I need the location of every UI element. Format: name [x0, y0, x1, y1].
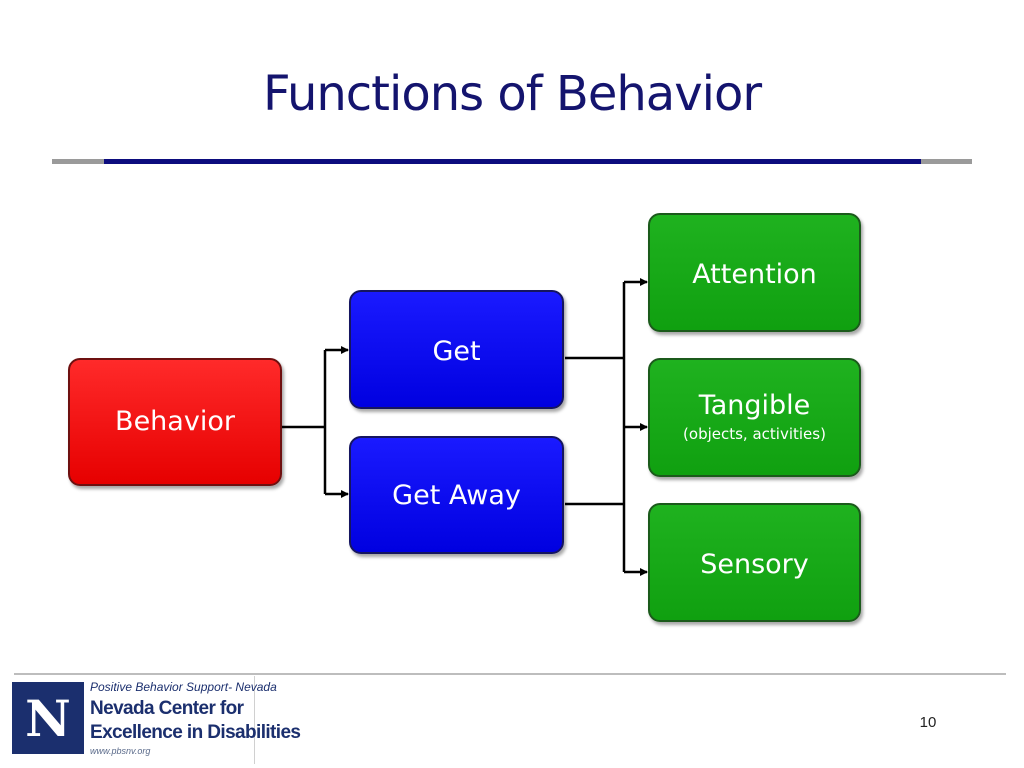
attention-node: Attention — [648, 213, 861, 332]
tangible-node-sublabel: (objects, activities) — [683, 425, 826, 443]
title-underline-main-segment — [104, 159, 921, 164]
sensory-node: Sensory — [648, 503, 861, 622]
title-underline — [52, 159, 972, 164]
logo-name-line2: Excellence in Disabilities — [90, 722, 301, 743]
sensory-node-label: Sensory — [700, 549, 809, 580]
title-underline-right-segment — [921, 159, 972, 164]
nevada-center-logo: N Positive Behavior Support- Nevada Neva… — [10, 676, 301, 764]
get-node-label: Get — [432, 336, 481, 367]
slide-title: Functions of Behavior — [262, 66, 762, 122]
tangible-node-label: Tangible — [698, 390, 811, 421]
get-away-node-label: Get Away — [392, 480, 521, 511]
nevada-n-logo-icon: N — [12, 682, 84, 754]
footer-divider — [14, 673, 1006, 675]
behavior-node-label: Behavior — [115, 406, 235, 437]
behavior-node: Behavior — [68, 358, 282, 486]
logo-website: www.pbsnv.org — [90, 746, 151, 756]
attention-node-label: Attention — [692, 259, 817, 290]
logo-name-line1: Nevada Center for — [90, 698, 244, 719]
page-number: 10 — [919, 714, 937, 731]
logo-tagline: Positive Behavior Support- Nevada — [90, 680, 277, 694]
get-node: Get — [349, 290, 564, 409]
get-away-node: Get Away — [349, 436, 564, 554]
tangible-node: Tangible (objects, activities) — [648, 358, 861, 477]
svg-text:N: N — [25, 689, 71, 748]
title-underline-left-segment — [52, 159, 104, 164]
